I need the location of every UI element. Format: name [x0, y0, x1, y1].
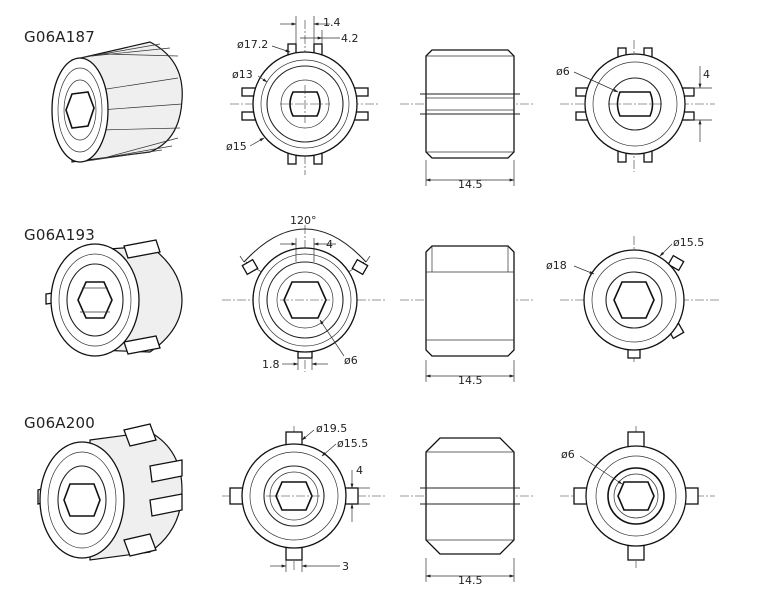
part-code-1: G06A187 [24, 28, 96, 46]
dim-length-1: 14.5 [458, 178, 483, 191]
dim-length-2: 14.5 [458, 374, 483, 387]
part-code-2: G06A193 [24, 226, 96, 244]
front-view-3: ø19.5 ø15.5 4 3 [222, 422, 385, 573]
dim-hole-3: ø6 [561, 448, 575, 461]
row-1: 1.4 4.2 ø17.2 ø13 ø15 [51, 16, 715, 191]
dim-d-a-1: ø17.2 [237, 38, 268, 51]
row-3: ø19.5 ø15.5 4 3 [37, 422, 715, 587]
dim-w1-1: 1.4 [323, 16, 341, 29]
dim-big-2: ø18 [546, 259, 567, 272]
iso-view-3 [37, 423, 183, 561]
dim-hole-2: ø6 [344, 354, 358, 367]
dim-d-a-3: ø19.5 [316, 422, 347, 435]
front-view-1: 1.4 4.2 ø17.2 ø13 ø15 [226, 16, 380, 175]
dim-key-1: 4 [703, 68, 710, 81]
dim-d-b-1: ø13 [232, 68, 253, 81]
iso-view-1 [51, 41, 183, 163]
side-view-1: 14.5 [400, 49, 535, 191]
dim-hole-1: ø6 [556, 65, 570, 78]
back-view-1: ø6 4 [556, 40, 715, 172]
row-2: 120° 4 1.8 ø6 [45, 214, 720, 387]
part-code-3: G06A200 [24, 414, 96, 432]
dim-d-c-1: ø15 [226, 140, 247, 153]
dim-out-2: ø15.5 [673, 236, 704, 249]
dim-d-b-3: ø15.5 [337, 437, 368, 450]
side-view-3: 14.5 [400, 437, 535, 587]
dim-w1-2: 1.8 [262, 358, 280, 371]
dim-w2-1: 4.2 [341, 32, 359, 45]
dim-key-3: 4 [356, 464, 363, 477]
dim-w1-3: 3 [342, 560, 349, 573]
back-view-3: ø6 [560, 426, 715, 568]
dim-length-3: 14.5 [458, 574, 483, 587]
dim-angle-2: 120° [290, 214, 317, 227]
front-view-2: 120° 4 1.8 ø6 [222, 214, 385, 372]
back-view-2: ø15.5 ø18 [546, 236, 720, 362]
side-view-2: 14.5 [400, 245, 535, 387]
dim-key-2: 4 [326, 238, 333, 251]
iso-view-2 [45, 239, 183, 357]
